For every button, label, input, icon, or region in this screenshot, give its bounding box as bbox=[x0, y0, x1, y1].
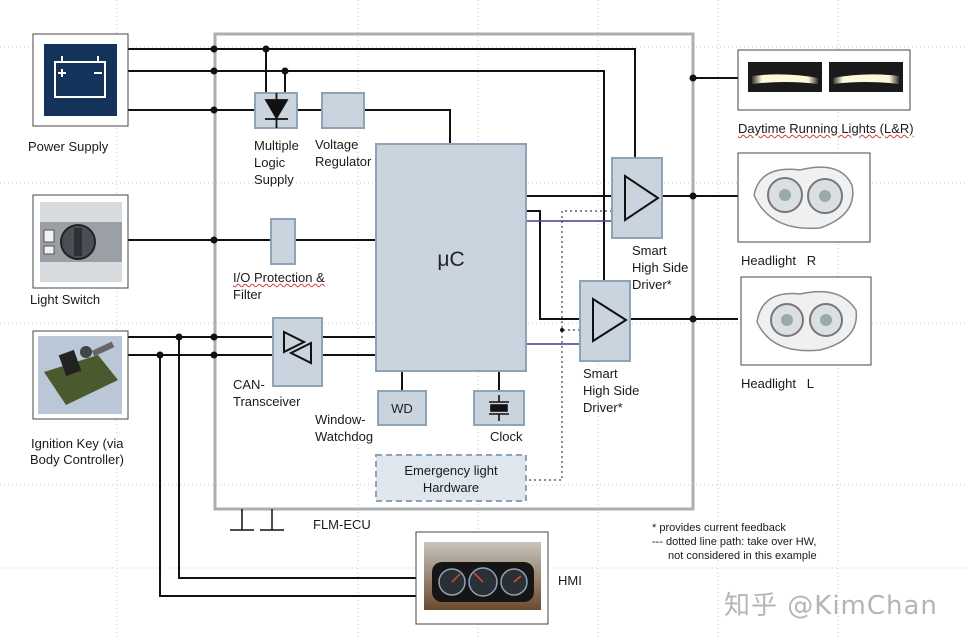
driver-bottom-block bbox=[579, 280, 631, 362]
watchdog-box-label: WD bbox=[391, 401, 413, 416]
ignition-key-label-line2: Body Controller) bbox=[30, 452, 124, 467]
vreg-label-line1: Voltage bbox=[315, 137, 359, 152]
can-transceiver-block bbox=[272, 317, 323, 387]
ignition-key-image bbox=[32, 330, 129, 420]
emergency-label-line1: Emergency light bbox=[404, 463, 498, 478]
driver-top-label-line1: Smart bbox=[632, 243, 667, 258]
hmi-label: HMI bbox=[558, 573, 582, 588]
ecu-boundary bbox=[213, 32, 695, 511]
mls-label-line3: Supply bbox=[254, 172, 294, 187]
amplifier-icon bbox=[592, 297, 628, 343]
clock-block bbox=[473, 390, 525, 426]
can-label-line2: Transceiver bbox=[233, 394, 301, 409]
feedback-lines bbox=[526, 220, 612, 345]
io-label-line2: Filter bbox=[233, 287, 262, 302]
driver-bottom-label-line3: Driver* bbox=[583, 400, 623, 415]
multiple-logic-supply-block bbox=[254, 92, 298, 129]
headlight-right-label: Headlight R bbox=[741, 253, 817, 268]
transceiver-icon bbox=[283, 330, 312, 365]
emergency-light-block bbox=[375, 454, 527, 502]
mls-label-line2: Logic bbox=[254, 155, 286, 170]
microcontroller-block bbox=[375, 143, 527, 372]
can-label-line1: CAN- bbox=[233, 377, 265, 392]
crystal-icon bbox=[489, 395, 509, 421]
diode-icon bbox=[264, 93, 289, 128]
clock-label: Clock bbox=[490, 429, 523, 444]
vreg-label-line2: Regulator bbox=[315, 154, 372, 169]
watchdog-label-line1: Window- bbox=[315, 412, 366, 427]
takeover-dotted-path bbox=[526, 210, 612, 481]
note-line2: --- dotted line path: take over HW, bbox=[652, 536, 817, 548]
hmi-dashboard-image bbox=[415, 531, 549, 625]
ground-symbols bbox=[230, 509, 284, 531]
battery-icon bbox=[54, 56, 106, 98]
power-supply-label: Power Supply bbox=[28, 139, 109, 154]
drl-image bbox=[737, 49, 911, 111]
driver-top-label-line3: Driver* bbox=[632, 277, 672, 292]
watchdog-block bbox=[377, 390, 427, 426]
watchdog-label-line2: Watchdog bbox=[315, 429, 374, 444]
voltage-regulator-block bbox=[321, 92, 365, 129]
ignition-key-label-line1: Ignition Key (via bbox=[31, 436, 124, 451]
light-switch-label: Light Switch bbox=[30, 292, 101, 307]
driver-bottom-label-line1: Smart bbox=[583, 366, 618, 381]
emergency-label-line2: Hardware bbox=[422, 480, 480, 495]
io-protection-block bbox=[270, 218, 296, 265]
power-supply-image bbox=[32, 33, 129, 127]
junction-dots bbox=[156, 45, 697, 359]
headlight-right-image bbox=[737, 152, 871, 243]
io-label-line1: I/O Protection & bbox=[233, 270, 325, 285]
driver-top-label-line2: High Side bbox=[632, 260, 689, 275]
driver-bottom-label-line2: High Side bbox=[583, 383, 640, 398]
headlight-left-image bbox=[740, 276, 872, 366]
driver-top-block bbox=[611, 157, 663, 239]
watermark: 知乎 @KimChan bbox=[724, 591, 938, 621]
note-line1: * provides current feedback bbox=[652, 522, 786, 534]
headlight-left-label: Headlight L bbox=[741, 376, 814, 391]
amplifier-icon bbox=[624, 174, 660, 222]
note-line3: not considered in this example bbox=[668, 550, 817, 562]
microcontroller-label: μC bbox=[437, 248, 464, 271]
drl-label: Daytime Running Lights (L&R) bbox=[738, 121, 914, 136]
light-switch-image bbox=[32, 194, 129, 289]
ecu-name-label: FLM-ECU bbox=[313, 517, 371, 532]
mls-label-line1: Multiple bbox=[254, 138, 299, 153]
